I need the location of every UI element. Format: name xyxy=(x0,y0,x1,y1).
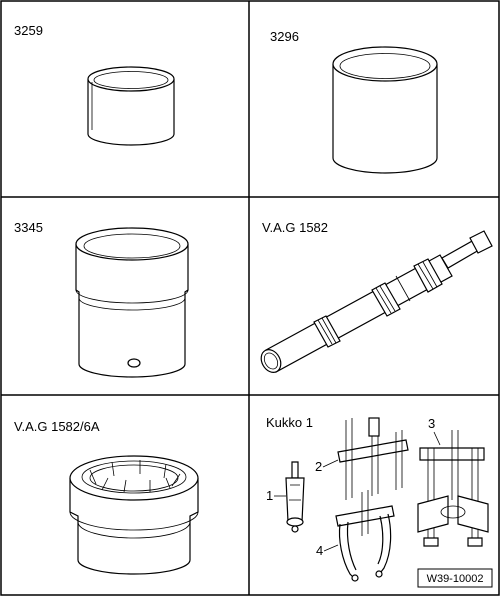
cell-3296: 3296 xyxy=(270,29,438,174)
adapter-vag1582-6a-drawing xyxy=(69,455,199,575)
press-piece-3345-drawing xyxy=(75,227,189,378)
sleeve-3296-drawing xyxy=(332,46,438,174)
callout-2: 2 xyxy=(315,459,322,474)
callout-3: 3 xyxy=(428,416,435,431)
cell-3345: 3345 xyxy=(14,220,189,378)
cell-kukko1: Kukko 1 1 2 3 4 xyxy=(266,415,489,582)
callout-1: 1 xyxy=(266,488,273,503)
cell-3259: 3259 xyxy=(14,23,175,146)
spreader-crossbar-drawing xyxy=(337,417,409,500)
callout-4: 4 xyxy=(316,543,323,558)
tool-label-kukko1: Kukko 1 xyxy=(266,415,313,430)
cell-vag1582: V.A.G 1582 xyxy=(260,220,493,373)
two-jaw-puller-drawing xyxy=(335,490,395,582)
cell-vag1582-6a: V.A.G 1582/6A xyxy=(14,419,199,575)
puller-vag1582-drawing xyxy=(260,230,493,373)
tool-label-3259: 3259 xyxy=(14,23,43,38)
tool-label-3345: 3345 xyxy=(14,220,43,235)
figure-reference-text: W39-10002 xyxy=(427,573,484,585)
leader-3 xyxy=(433,431,441,446)
tool-label-3296: 3296 xyxy=(270,29,299,44)
leader-4 xyxy=(323,544,339,552)
figure-reference: W39-10002 xyxy=(417,568,493,588)
sleeve-3259-drawing xyxy=(87,66,175,146)
internal-puller-drawing xyxy=(285,461,305,533)
tool-label-vag1582: V.A.G 1582 xyxy=(262,220,328,235)
bearing-separator-drawing xyxy=(417,430,489,547)
leader-2 xyxy=(322,459,339,468)
tool-label-vag1582-6a: V.A.G 1582/6A xyxy=(14,419,100,434)
